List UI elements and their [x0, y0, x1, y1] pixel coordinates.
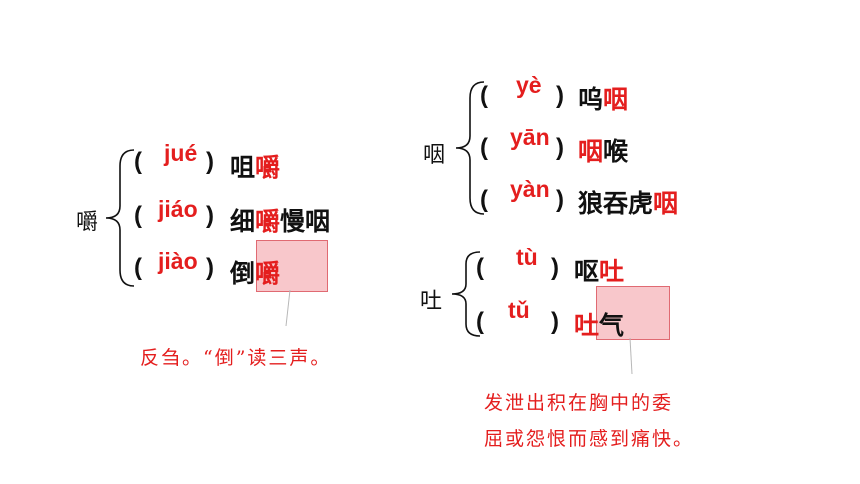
word-prefix: 倒	[230, 259, 256, 288]
word-highlight: 嚼	[255, 207, 281, 236]
brace-tu	[451, 251, 481, 337]
example-word: 呜咽	[578, 80, 628, 116]
word-highlight: 嚼	[255, 153, 281, 182]
paren-open: (	[134, 202, 142, 229]
word-prefix: 呜	[578, 85, 604, 114]
highlight-box	[596, 286, 670, 340]
word-highlight: 咽	[578, 137, 604, 166]
callout-line	[285, 289, 291, 327]
paren-close: )	[551, 254, 559, 281]
note-jue: 反刍。“倒”读三声。	[140, 347, 332, 369]
head-char-tu: 吐	[420, 289, 443, 314]
word-suffix: 气	[599, 311, 625, 340]
paren-open: (	[480, 82, 488, 109]
word-prefix: 呕	[574, 257, 600, 286]
example-word: 吐气	[574, 306, 624, 342]
word-highlight: 咽	[603, 85, 629, 114]
note-tu-line-1: 发泄出积在胸中的委	[484, 392, 674, 414]
pinyin-answer: yàn	[510, 176, 550, 202]
paren-close: )	[556, 186, 564, 213]
pinyin-answer: tǔ	[508, 297, 530, 323]
paren-open: (	[134, 254, 142, 281]
paren-open: (	[476, 308, 484, 335]
head-char-yan: 咽	[423, 143, 446, 168]
paren-close: )	[551, 308, 559, 335]
callout-line	[629, 337, 633, 375]
word-prefix: 细	[230, 207, 256, 236]
paren-open: (	[480, 186, 488, 213]
pinyin-answer: jué	[164, 140, 198, 166]
word-prefix: 狼吞虎	[578, 189, 654, 218]
example-word: 咽喉	[578, 132, 628, 168]
note-tu-line-2: 屈或怨恨而感到痛快。	[484, 428, 695, 450]
example-word: 倒嚼	[230, 254, 280, 290]
word-suffix: 喉	[603, 137, 629, 166]
brace-jue	[105, 149, 135, 287]
paren-open: (	[134, 148, 142, 175]
example-word: 细嚼慢咽	[230, 202, 330, 238]
paren-close: )	[556, 134, 564, 161]
brace-yan	[455, 81, 485, 215]
highlight-box	[256, 240, 328, 292]
example-word: 狼吞虎咽	[578, 184, 678, 220]
paren-open: (	[480, 134, 488, 161]
pinyin-answer: yān	[510, 124, 550, 150]
word-highlight: 吐	[599, 257, 625, 286]
pinyin-answer: jiào	[158, 248, 198, 274]
example-word: 咀嚼	[230, 148, 280, 184]
paren-close: )	[556, 82, 564, 109]
word-prefix: 咀	[230, 153, 256, 182]
head-char-jue: 嚼	[76, 210, 99, 235]
paren-close: )	[206, 254, 214, 281]
pinyin-answer: jiáo	[158, 196, 198, 222]
paren-close: )	[206, 202, 214, 229]
example-word: 呕吐	[574, 252, 624, 288]
word-highlight: 咽	[653, 189, 679, 218]
word-highlight: 吐	[574, 311, 600, 340]
word-suffix: 慢咽	[280, 207, 331, 236]
paren-close: )	[206, 148, 214, 175]
pinyin-answer: yè	[516, 72, 542, 98]
word-highlight: 嚼	[255, 259, 281, 288]
pinyin-answer: tù	[516, 244, 538, 270]
paren-open: (	[476, 254, 484, 281]
